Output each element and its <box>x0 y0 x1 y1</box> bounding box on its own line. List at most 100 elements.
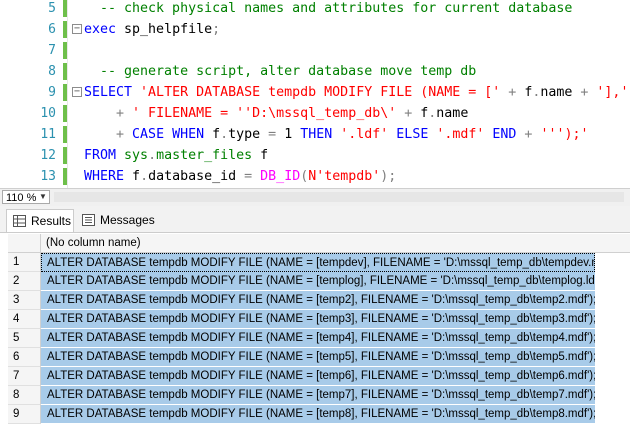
code-token: name <box>436 106 469 121</box>
tab-results[interactable]: Results <box>6 209 74 232</box>
code-token: '.mdf' <box>436 127 485 142</box>
code-token: WHERE <box>84 169 133 184</box>
chevron-down-icon[interactable]: ▼ <box>39 192 47 201</box>
result-tabs: Results Messages <box>0 206 630 233</box>
result-cell[interactable]: ALTER DATABASE tempdb MODIFY FILE (NAME … <box>41 367 595 386</box>
line-number: 6 <box>48 22 56 37</box>
code-token: 'ALTER DATABASE tempdb MODIFY FILE (NAME… <box>140 85 501 100</box>
code-line[interactable]: 8 -- generate script, alter database mov… <box>0 61 630 82</box>
code-token: f <box>420 106 429 121</box>
code-line[interactable]: 6 −exec sp_helpfile; <box>0 19 630 40</box>
code-token: . <box>220 127 229 142</box>
result-cell[interactable]: ALTER DATABASE tempdb MODIFY FILE (NAME … <box>41 253 595 272</box>
code-token: '],' <box>596 85 629 100</box>
code-token: DB_ID <box>260 169 301 184</box>
code-token: exec <box>84 22 117 37</box>
code-token: sp_helpfile <box>116 22 213 37</box>
code-token: f <box>212 127 221 142</box>
code-text: WHERE f.database_id = DB_ID(N'tempdb'); <box>84 166 396 187</box>
grid-header: (No column name) <box>8 234 630 253</box>
result-cell[interactable]: ALTER DATABASE tempdb MODIFY FILE (NAME … <box>41 310 595 329</box>
code-token: THEN <box>300 127 341 142</box>
code-token: N'tempdb' <box>308 169 381 184</box>
code-token: = <box>236 169 261 184</box>
messages-icon <box>82 214 95 226</box>
tab-results-label: Results <box>31 214 72 228</box>
code-token: ' FILENAME = ''D:\mssql_temp_db\' <box>132 106 397 121</box>
row-number[interactable]: 8 <box>8 386 41 405</box>
code-token: f <box>132 169 141 184</box>
change-marker <box>63 0 67 17</box>
code-token: sys <box>124 148 149 163</box>
line-number: 10 <box>40 106 56 121</box>
zoom-level: 110 % <box>6 192 37 204</box>
code-line[interactable]: 5 -- check physical names and attributes… <box>0 0 630 19</box>
row-number[interactable]: 4 <box>8 310 41 329</box>
code-token: CASE WHEN <box>132 127 213 142</box>
code-token: + <box>516 127 541 142</box>
code-text: -- generate script, alter database move … <box>84 61 476 82</box>
column-header[interactable]: (No column name) <box>41 234 630 253</box>
row-number[interactable]: 7 <box>8 367 41 386</box>
code-token: = <box>260 127 285 142</box>
result-cell[interactable]: ALTER DATABASE tempdb MODIFY FILE (NAME … <box>41 386 595 405</box>
code-token: f <box>252 148 269 163</box>
line-number: 13 <box>40 169 56 184</box>
code-token: ''');' <box>540 127 589 142</box>
code-token: ); <box>380 169 397 184</box>
code-text: exec sp_helpfile; <box>84 19 220 40</box>
row-number[interactable]: 1 <box>8 253 41 272</box>
code-token: -- check physical names and attributes f… <box>84 1 573 16</box>
row-number[interactable]: 3 <box>8 291 41 310</box>
code-token: master_files <box>156 148 253 163</box>
code-token: name <box>540 85 573 100</box>
row-number[interactable]: 5 <box>8 329 41 348</box>
horizontal-scrollbar[interactable] <box>54 192 624 202</box>
change-marker <box>63 21 67 38</box>
result-cell[interactable]: ALTER DATABASE tempdb MODIFY FILE (NAME … <box>41 405 595 424</box>
code-token: ELSE <box>388 127 437 142</box>
row-number[interactable]: 9 <box>8 405 41 424</box>
change-marker <box>63 105 67 122</box>
result-cell[interactable]: ALTER DATABASE tempdb MODIFY FILE (NAME … <box>41 291 595 310</box>
change-marker <box>63 84 67 101</box>
code-line[interactable]: 11 + CASE WHEN f.type = 1 THEN '.ldf' EL… <box>0 124 630 145</box>
row-number[interactable]: 6 <box>8 348 41 367</box>
result-cell[interactable]: ALTER DATABASE tempdb MODIFY FILE (NAME … <box>41 348 595 367</box>
code-text: -- check physical names and attributes f… <box>84 0 572 19</box>
result-cell[interactable]: ALTER DATABASE tempdb MODIFY FILE (NAME … <box>41 329 595 348</box>
code-text: + CASE WHEN f.type = 1 THEN '.ldf' ELSE … <box>84 124 589 145</box>
query-editor[interactable]: 5 -- check physical names and attributes… <box>0 0 630 188</box>
code-line[interactable]: 13 WHERE f.database_id = DB_ID(N'tempdb')… <box>0 166 630 187</box>
row-number[interactable]: 2 <box>8 272 41 291</box>
code-line[interactable]: 9−SELECT 'ALTER DATABASE tempdb MODIFY F… <box>0 82 630 103</box>
result-cell[interactable]: ALTER DATABASE tempdb MODIFY FILE (NAME … <box>41 272 595 291</box>
code-token: FROM <box>84 148 125 163</box>
tab-messages[interactable]: Messages <box>76 209 156 231</box>
code-token: . <box>140 169 149 184</box>
tab-messages-label: Messages <box>100 213 155 227</box>
collapse-icon[interactable]: − <box>72 86 82 97</box>
code-token: + <box>396 106 421 121</box>
grid-corner[interactable] <box>8 234 41 253</box>
line-number: 7 <box>48 43 56 58</box>
code-line[interactable]: 7 <box>0 40 630 61</box>
zoom-select[interactable]: 110 % ▼ <box>2 190 50 204</box>
change-marker <box>63 63 67 80</box>
code-token: 1 <box>284 127 301 142</box>
collapse-icon[interactable]: − <box>72 23 82 34</box>
code-token: '.ldf' <box>340 127 389 142</box>
code-token: + <box>84 127 133 142</box>
code-line[interactable]: 10 + ' FILENAME = ''D:\mssql_temp_db\' +… <box>0 103 630 124</box>
